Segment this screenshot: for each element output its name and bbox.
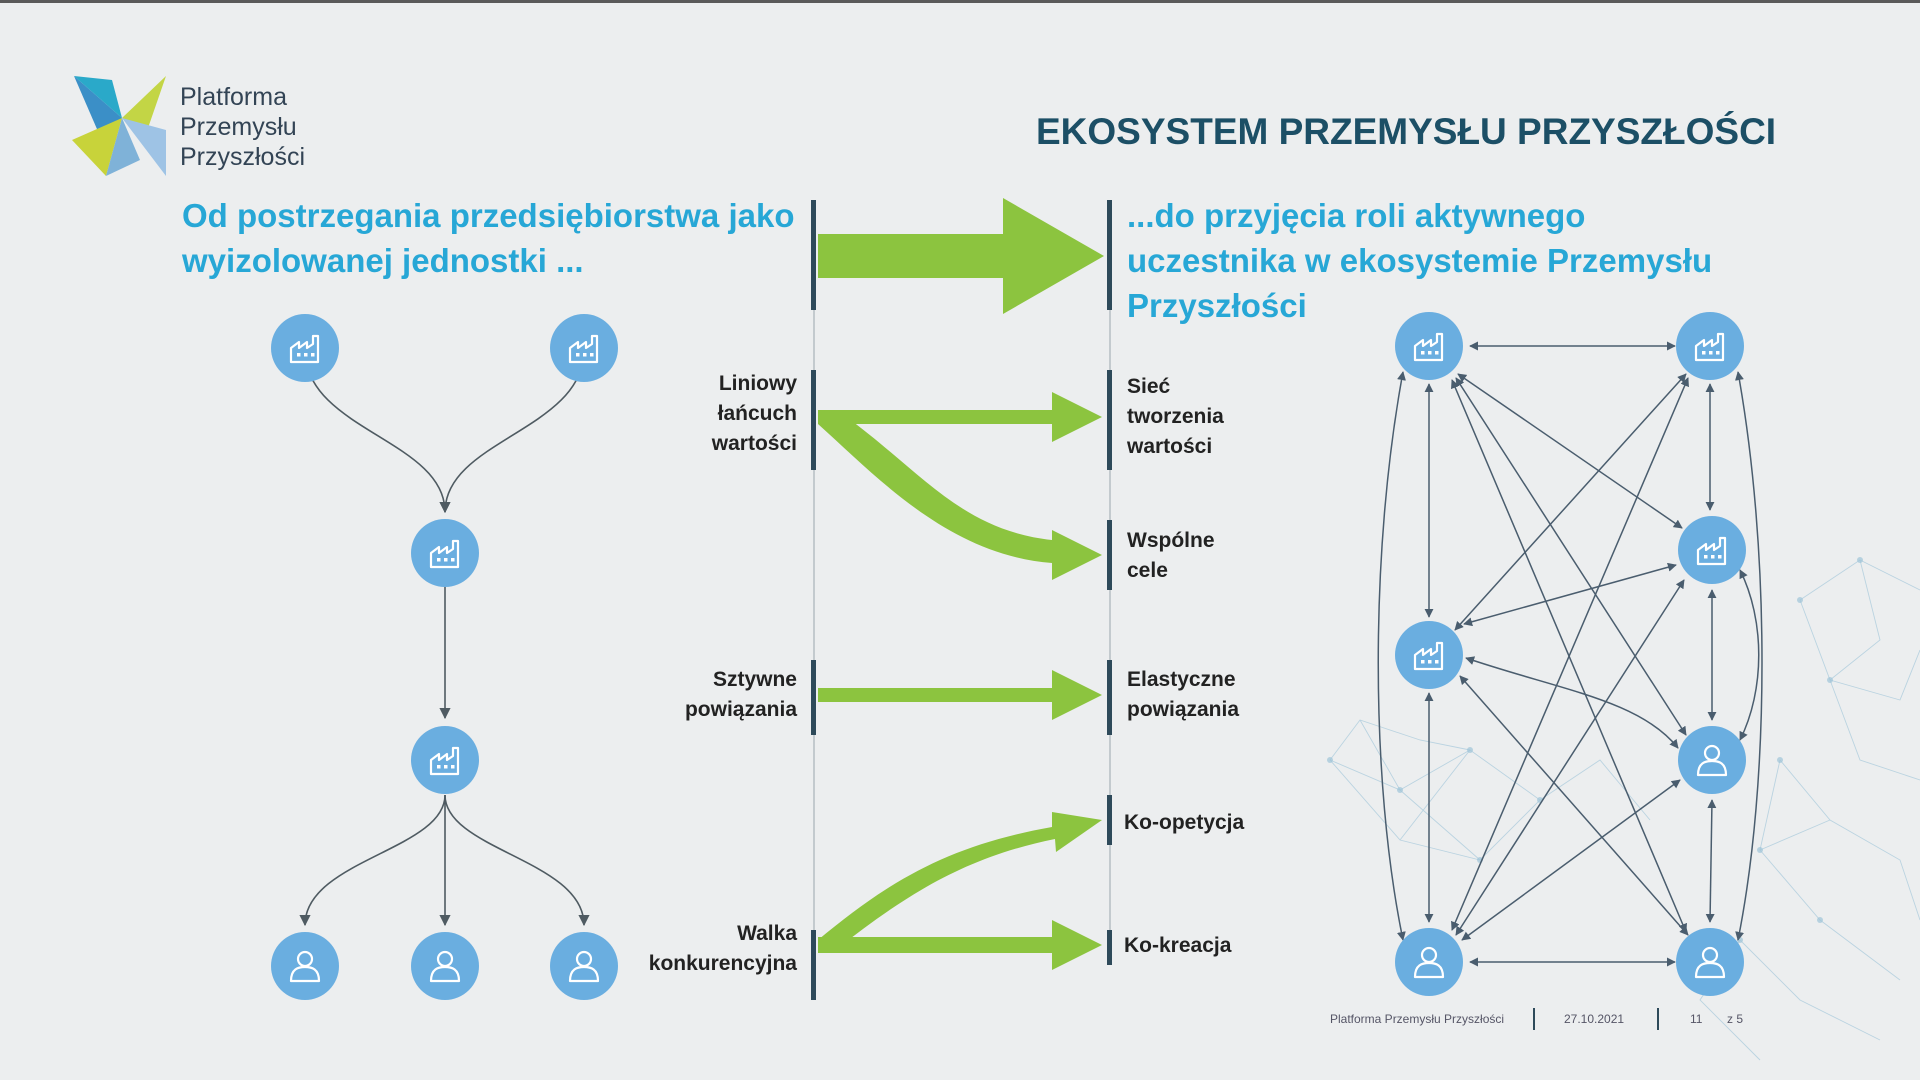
footer-org: Platforma Przemysłu Przyszłości: [1330, 1012, 1504, 1026]
network-edge: [1461, 779, 1681, 941]
person-node: [271, 932, 339, 1000]
factory-node: [1678, 516, 1746, 584]
footer-page-total: z 5: [1727, 1012, 1743, 1026]
logo-shape: [74, 76, 122, 118]
factory-node: [411, 519, 479, 587]
label-network-line-3: wartości: [1126, 435, 1212, 458]
logo: Platforma Przemysłu Przyszłości: [72, 76, 305, 176]
label-linear-line-2: łańcuch: [718, 402, 797, 425]
network-edge: [1377, 371, 1406, 941]
person-node: [1676, 928, 1744, 996]
arrow-competition-to-cocreation: [818, 920, 1102, 970]
network-edge: [1465, 656, 1679, 749]
factory-node: [1676, 312, 1744, 380]
person-node: [1395, 928, 1463, 996]
logo-text-line-1: Platforma: [180, 83, 287, 111]
footer-divider: [1533, 1008, 1535, 1030]
footer-date: 27.10.2021: [1564, 1012, 1624, 1026]
bar-left: [811, 370, 816, 470]
network-edge: [1459, 675, 1689, 936]
network-edge: [1735, 371, 1763, 941]
linear-chain-diagram: [271, 314, 618, 1000]
label-common-line-2: cele: [1127, 559, 1168, 582]
bar-right: [1107, 795, 1112, 845]
bar-left: [811, 200, 816, 310]
chain-edge: [299, 794, 446, 927]
logo-text-line-2: Przemysłu: [180, 113, 297, 141]
label-flexible-line-1: Elastyczne: [1127, 668, 1236, 691]
bar-right: [1107, 370, 1112, 470]
label-network-line-2: tworzenia: [1127, 405, 1224, 428]
arrow-linear-to-network: [818, 392, 1102, 442]
label-flexible-line-2: powiązania: [1127, 698, 1239, 721]
logo-shape: [106, 118, 140, 176]
bar-left: [811, 660, 816, 735]
chain-edge: [444, 794, 590, 927]
logo-shape: [122, 76, 166, 128]
factory-node: [1395, 312, 1463, 380]
right-heading-line-2: uczestnika w ekosystemie Przemysłu: [1127, 242, 1712, 279]
factory-node: [271, 314, 339, 382]
left-heading-line-2: wyizolowanej jednostki ...: [181, 242, 584, 279]
logo-shape: [72, 118, 122, 176]
network-edge: [1705, 799, 1717, 923]
ecosystem-network: [1377, 312, 1763, 996]
network-edge: [1463, 562, 1677, 627]
label-rigid-line-2: powiązania: [685, 698, 797, 721]
logo-text-line-3: Przyszłości: [180, 143, 305, 171]
main-transition-arrow: [818, 198, 1104, 314]
bar-right: [1107, 660, 1112, 735]
arrow-competition-to-coopetition: [818, 812, 1102, 948]
label-common-line-1: Wspólne: [1127, 529, 1215, 552]
right-heading-line-3: Przyszłości: [1127, 287, 1307, 324]
label-linear-line-1: Liniowy: [719, 372, 797, 395]
network-edge: [1457, 373, 1683, 529]
network-edge: [1455, 579, 1685, 936]
transformation-arrows: Liniowy łańcuch wartości Sztywne powiąza…: [649, 198, 1245, 1000]
arrow-linear-to-common: [818, 410, 1102, 580]
person-node: [550, 932, 618, 1000]
page-title: EKOSYSTEM PRZEMYSŁU PRZYSZŁOŚCI: [1036, 110, 1776, 152]
person-node: [1678, 726, 1746, 794]
label-coopetition: Ko-opetycja: [1124, 811, 1245, 834]
footer-divider: [1657, 1008, 1659, 1030]
logo-shape: [122, 118, 166, 176]
network-edge: [1454, 373, 1687, 631]
label-competition-line-1: Walka: [737, 922, 797, 945]
network-edge: [1739, 569, 1760, 741]
logo-shape: [74, 76, 122, 136]
bar-left: [811, 930, 816, 1000]
footer-page: 11: [1690, 1012, 1703, 1026]
right-heading-line-1: ...do przyjęcia roli aktywnego: [1127, 197, 1585, 234]
network-edge: [1451, 377, 1689, 931]
bar-right: [1107, 520, 1112, 590]
arrow-rigid-to-flexible: [818, 670, 1102, 720]
slide-footer: Platforma Przemysłu Przyszłości 27.10.20…: [1330, 1008, 1743, 1030]
bar-right: [1107, 200, 1112, 310]
bar-right: [1107, 930, 1112, 965]
label-cocreation: Ko-kreacja: [1124, 934, 1232, 957]
label-competition-line-2: konkurencyjna: [649, 952, 798, 975]
factory-node: [411, 726, 479, 794]
label-network-line-1: Sieć: [1127, 375, 1171, 398]
top-border: [0, 0, 1920, 3]
person-node: [411, 932, 479, 1000]
network-edge: [1455, 377, 1687, 736]
left-heading-line-1: Od postrzegania przedsiębiorstwa jako: [182, 197, 794, 234]
label-linear-line-3: wartości: [711, 432, 797, 455]
factory-node: [550, 314, 618, 382]
factory-node: [1395, 621, 1463, 689]
label-rigid-line-1: Sztywne: [713, 668, 797, 691]
